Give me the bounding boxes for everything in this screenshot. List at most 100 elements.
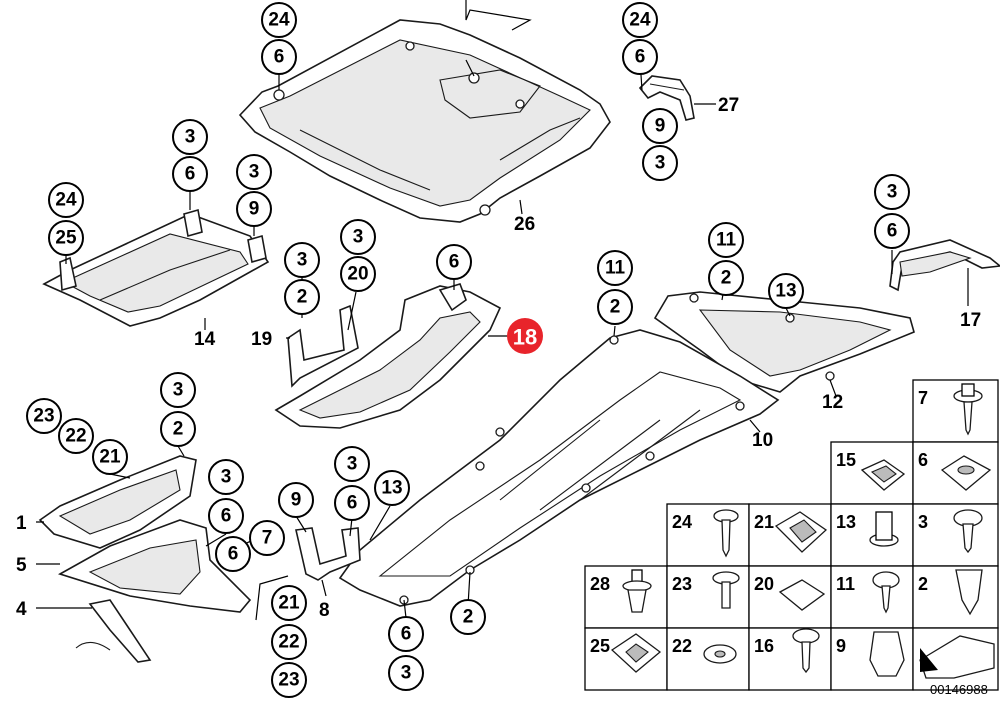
svg-text:3: 3 [401,663,412,684]
bracket-19 [287,304,359,388]
svg-text:6: 6 [274,47,285,68]
callout-2: 2 [708,260,744,296]
callout-6: 6 [436,244,472,280]
grid-label: 16 [754,636,774,656]
label-17: 17 [960,310,981,331]
clip-icon [860,459,906,491]
svg-text:9: 9 [291,490,302,511]
shield-1 [38,455,197,549]
svg-text:3: 3 [173,380,184,401]
callout-7: 7 [249,520,285,556]
label-27: 27 [718,95,739,116]
label-1: 1 [16,513,27,534]
svg-text:3: 3 [655,153,666,174]
fastener-grid: 7 15 6 24 21 13 3 28 23 20 11 2 25 22 16… [584,379,999,691]
label-14: 14 [194,329,216,350]
grid-label: 25 [590,636,610,656]
label-8: 8 [319,600,330,621]
callout-6: 6 [334,485,370,521]
screw-icon [713,509,739,558]
clip-icon [778,579,826,611]
svg-text:25: 25 [55,228,77,249]
callout-22: 22 [58,418,94,454]
callout-21: 21 [92,439,128,475]
grid-label: 15 [836,450,856,470]
grid-label: 9 [836,636,846,656]
svg-text:3: 3 [249,162,260,183]
highlight-callout-18[interactable]: 18 [507,318,543,354]
bracket-27 [638,75,695,121]
screw-icon [872,571,900,614]
callout-6: 6 [388,616,424,652]
callout-3: 3 [284,242,320,278]
callout-13: 13 [768,273,804,309]
svg-text:24: 24 [55,190,77,211]
reference-number: 00146988 [930,682,988,697]
callout-3: 3 [160,372,196,408]
grid-label: 7 [918,388,928,408]
callout-11: 11 [597,250,633,286]
grid-label: 21 [754,512,774,532]
heat-shield-18 [274,283,502,429]
callout-20: 20 [340,256,376,292]
expansion-nut-icon [869,631,905,677]
svg-text:23: 23 [33,406,54,427]
label-5: 5 [16,555,27,576]
svg-text:2: 2 [173,419,184,440]
svg-text:22: 22 [65,426,86,447]
svg-text:6: 6 [401,624,412,645]
callout-24: 24 [261,2,297,38]
svg-text:6: 6 [635,47,646,68]
callout-23: 23 [271,662,307,698]
svg-text:2: 2 [297,287,308,308]
svg-text:11: 11 [716,230,737,251]
callout-6: 6 [172,156,208,192]
screw-icon [953,509,983,554]
svg-text:13: 13 [381,478,402,499]
svg-text:3: 3 [347,454,358,475]
label-26: 26 [514,214,535,235]
svg-text:2: 2 [721,268,732,289]
callout-2: 2 [450,599,486,635]
svg-text:13: 13 [775,281,796,302]
direction-arrow-icon [919,635,995,679]
callout-3: 3 [388,655,424,691]
panel-12 [653,291,915,393]
svg-text:23: 23 [278,670,299,691]
callout-3: 3 [874,174,910,210]
nut-icon [869,511,899,547]
svg-text:2: 2 [463,607,474,628]
callout-21: 21 [271,585,307,621]
underbody-shield-26 [238,19,611,223]
callout-3: 3 [172,119,208,155]
grid-label: 23 [672,574,692,594]
svg-text:2: 2 [610,297,621,318]
grid-label: 24 [672,512,692,532]
grid-label: 22 [672,636,692,656]
callout-6: 6 [622,39,658,75]
bracket-17 [889,239,1000,292]
washer-icon [703,644,737,664]
svg-text:11: 11 [605,258,626,279]
callout-6: 6 [261,39,297,75]
svg-text:6: 6 [228,544,239,565]
label-19: 19 [251,329,272,350]
grid-label: 6 [918,450,928,470]
label-10: 10 [752,430,773,451]
svg-text:6: 6 [347,493,358,514]
bracket-8 [295,527,361,581]
svg-text:3: 3 [221,467,232,488]
svg-text:6: 6 [185,164,196,185]
callout-3: 3 [340,219,376,255]
callout-24: 24 [48,182,84,218]
svg-text:21: 21 [278,593,300,614]
svg-text:3: 3 [297,250,308,271]
callout-2: 2 [284,279,320,315]
svg-text:21: 21 [99,447,121,468]
grid-label: 3 [918,512,928,532]
callout-3: 3 [208,459,244,495]
callout-3: 3 [642,145,678,181]
callout-6: 6 [874,213,910,249]
svg-text:7: 7 [262,528,273,549]
